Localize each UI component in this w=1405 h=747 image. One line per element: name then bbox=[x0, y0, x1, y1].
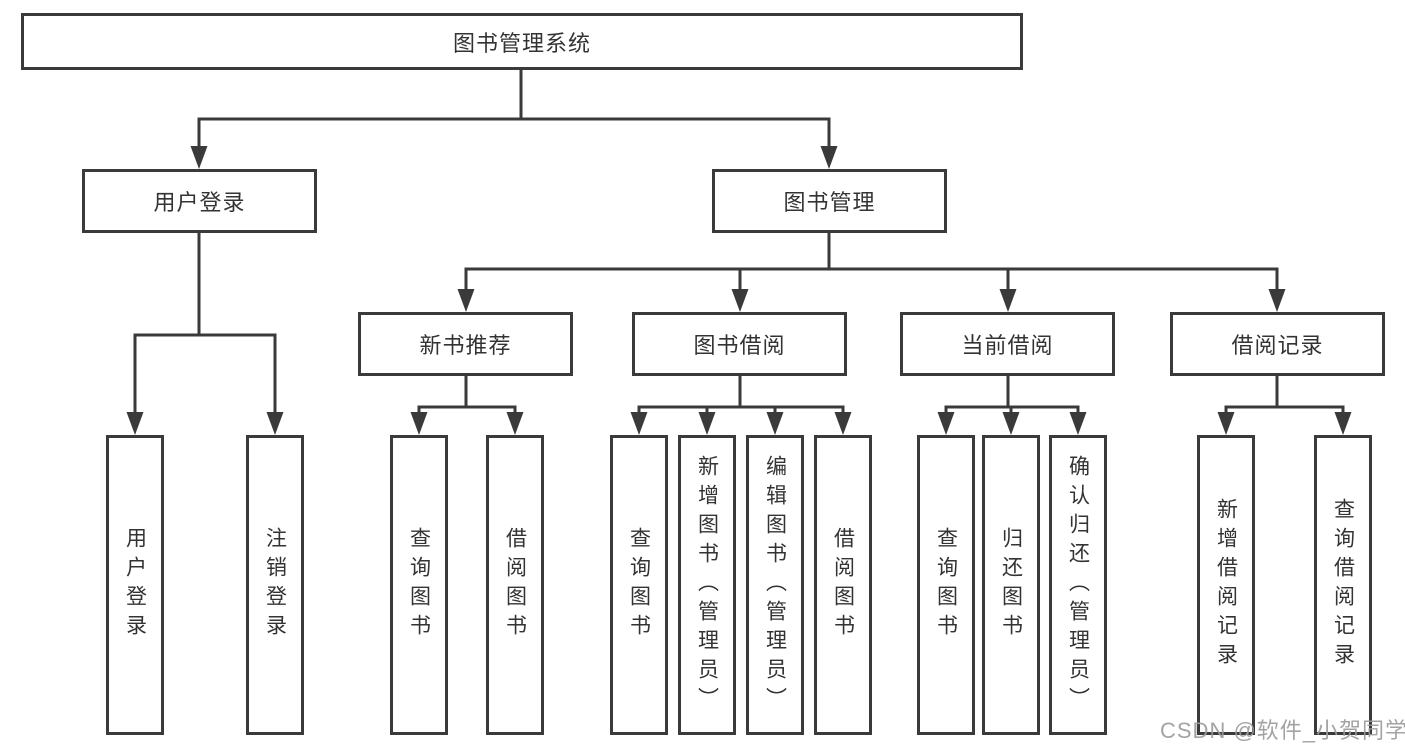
node-library-system: 图书管理系统 bbox=[21, 13, 1023, 70]
arrow-down-icon bbox=[820, 146, 838, 169]
node-new-book-recommend: 新书推荐 bbox=[358, 312, 573, 376]
leaf-logout-label: 注销登录 bbox=[263, 527, 287, 643]
arrow-down-icon bbox=[834, 412, 852, 435]
leaf-query-books-recommend-label: 查询图书 bbox=[407, 527, 431, 643]
node-current-borrow: 当前借阅 bbox=[900, 312, 1115, 376]
leaf-query-books-borrow-label: 查询图书 bbox=[627, 527, 651, 643]
arrow-down-icon bbox=[1069, 412, 1087, 435]
leaf-query-borrow-record: 查询借阅记录 bbox=[1314, 435, 1372, 735]
leaf-user-login: 用户登录 bbox=[106, 435, 164, 735]
node-new-book-recommend-label: 新书推荐 bbox=[419, 333, 512, 358]
leaf-query-borrow-record-label: 查询借阅记录 bbox=[1331, 498, 1355, 672]
arrow-down-icon bbox=[766, 412, 784, 435]
arrow-down-icon bbox=[126, 412, 144, 435]
leaf-add-book-admin-label: 新增图书（管理员） bbox=[695, 454, 719, 716]
leaf-query-books-current: 查询图书 bbox=[917, 435, 975, 735]
leaf-borrow-books: 借阅图书 bbox=[814, 435, 872, 735]
leaf-add-book-admin: 新增图书（管理员） bbox=[678, 435, 736, 735]
leaf-confirm-return-admin-label: 确认归还（管理员） bbox=[1066, 454, 1090, 716]
arrow-down-icon bbox=[410, 412, 428, 435]
arrow-down-icon bbox=[999, 289, 1017, 312]
arrow-down-icon bbox=[506, 412, 524, 435]
leaf-query-books-recommend: 查询图书 bbox=[390, 435, 448, 735]
csdn-watermark: CSDN @软件_小贺同学 bbox=[1160, 718, 1405, 743]
node-user-login: 用户登录 bbox=[82, 169, 317, 233]
arrow-down-icon bbox=[1217, 412, 1235, 435]
node-borrow-records-label: 借阅记录 bbox=[1231, 333, 1324, 358]
arrow-down-icon bbox=[630, 412, 648, 435]
arrow-down-icon bbox=[1268, 289, 1286, 312]
node-book-borrow: 图书借阅 bbox=[632, 312, 847, 376]
arrow-down-icon bbox=[1334, 412, 1352, 435]
leaf-user-login-label: 用户登录 bbox=[123, 527, 147, 643]
node-book-management: 图书管理 bbox=[712, 169, 947, 233]
arrow-down-icon bbox=[190, 146, 208, 169]
leaf-edit-book-admin: 编辑图书（管理员） bbox=[746, 435, 804, 735]
leaf-borrow-books-recommend: 借阅图书 bbox=[486, 435, 544, 735]
arrow-down-icon bbox=[698, 412, 716, 435]
leaf-edit-book-admin-label: 编辑图书（管理员） bbox=[763, 454, 787, 716]
leaf-confirm-return-admin: 确认归还（管理员） bbox=[1049, 435, 1107, 735]
arrow-down-icon bbox=[1002, 412, 1020, 435]
arrow-down-icon bbox=[731, 289, 749, 312]
arrow-down-icon bbox=[266, 412, 284, 435]
node-borrow-records: 借阅记录 bbox=[1170, 312, 1385, 376]
node-book-borrow-label: 图书借阅 bbox=[693, 333, 786, 358]
leaf-borrow-books-label: 借阅图书 bbox=[831, 527, 855, 643]
leaf-query-books-borrow: 查询图书 bbox=[610, 435, 668, 735]
leaf-add-borrow-record: 新增借阅记录 bbox=[1197, 435, 1255, 735]
leaf-return-books: 归还图书 bbox=[982, 435, 1040, 735]
leaf-query-books-current-label: 查询图书 bbox=[934, 527, 958, 643]
leaf-borrow-books-recommend-label: 借阅图书 bbox=[503, 527, 527, 643]
arrow-down-icon bbox=[457, 289, 475, 312]
node-library-system-label: 图书管理系统 bbox=[452, 30, 591, 56]
node-current-borrow-label: 当前借阅 bbox=[961, 333, 1054, 358]
arrow-down-icon bbox=[937, 412, 955, 435]
leaf-logout: 注销登录 bbox=[246, 435, 304, 735]
leaf-add-borrow-record-label: 新增借阅记录 bbox=[1214, 498, 1238, 672]
leaf-return-books-label: 归还图书 bbox=[999, 527, 1023, 643]
node-book-management-label: 图书管理 bbox=[783, 190, 876, 215]
node-user-login-label: 用户登录 bbox=[153, 190, 246, 215]
